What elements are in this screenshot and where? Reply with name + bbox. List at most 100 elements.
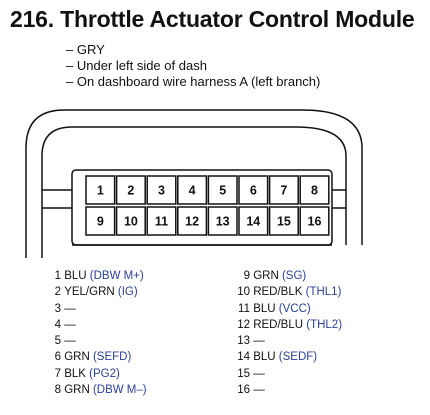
wire-color: BLU (250, 351, 276, 364)
pin-number: 16 (237, 384, 250, 397)
connector-notes: – GRY – Under left side of dash – On das… (66, 42, 320, 90)
wire-color: RED/BLK (250, 286, 303, 299)
pin-number: 8 (54, 384, 61, 397)
wire-color: BLU (61, 270, 87, 282)
signal-name: (DBW M+) (86, 270, 144, 282)
pinout-row: 8 GRN (DBW M–) (45, 382, 147, 398)
pin-cell-2 (115, 175, 146, 205)
pinout-list-left: 1 BLU (DBW M+)2 YEL/GRN (IG)3 —4 —5 —6 G… (45, 268, 147, 398)
wire-color: GRN (61, 351, 90, 364)
connector-latch-left (42, 189, 72, 209)
signal-name: (IG) (114, 286, 138, 299)
wire-color: YEL/GRN (61, 286, 115, 299)
wire-color: — (61, 318, 76, 331)
pinout-list-right: 9 GRN (SG)10 RED/BLK (THL1)11 BLU (VCC)1… (228, 268, 342, 398)
pin-cell-7 (268, 175, 299, 205)
pin-number-2: 2 (127, 184, 134, 198)
pin-number: 14 (237, 351, 250, 364)
note-harness: – On dashboard wire harness A (left bran… (66, 74, 321, 89)
pinout-row: 4 — (45, 317, 147, 333)
pin-number-7: 7 (280, 184, 287, 198)
wire-color: GRN (61, 384, 90, 397)
pin-number: 7 (54, 367, 61, 380)
pin-cell-3 (146, 175, 177, 205)
pin-cell-6 (238, 175, 269, 205)
pin-number: 15 (237, 367, 250, 380)
pin-number-10: 10 (124, 215, 138, 229)
signal-name: (SG) (278, 270, 307, 282)
wire-color: — (250, 384, 265, 397)
pin-number-8: 8 (311, 184, 318, 198)
pin-number: 5 (54, 335, 61, 348)
pinout-row: 16 — (228, 382, 342, 398)
pinout-row: 6 GRN (SEFD) (45, 349, 147, 365)
wire-color: — (61, 335, 76, 348)
pin-cell-12 (177, 206, 208, 236)
pin-number: 2 (54, 286, 61, 299)
pin-number-16: 16 (308, 215, 322, 229)
pinout-row: 7 BLK (PG2) (45, 366, 147, 382)
pin-cell-4 (177, 175, 208, 205)
pin-cell-8 (299, 175, 330, 205)
pin-number-1: 1 (97, 184, 104, 198)
pin-number-6: 6 (250, 184, 257, 198)
connector-hood-outer (25, 109, 363, 258)
pinout-row: 5 — (45, 333, 147, 349)
pin-number-14: 14 (246, 215, 260, 229)
pinout-row: 2 YEL/GRN (IG) (45, 284, 147, 300)
signal-name: (THL1) (302, 286, 342, 299)
wire-color: — (250, 335, 265, 348)
signal-name: (THL2) (303, 318, 343, 331)
pin-cell-5 (207, 175, 238, 205)
pin-number: 3 (54, 302, 61, 315)
pin-number: 13 (237, 335, 250, 348)
pin-cell-1 (85, 175, 116, 205)
pin-cell-13 (207, 206, 238, 236)
pin-number-5: 5 (219, 184, 226, 198)
wire-color: GRN (250, 270, 279, 282)
signal-name: (VCC) (275, 302, 311, 315)
pinout-row: 3 — (45, 301, 147, 317)
pin-cell-10 (115, 206, 146, 236)
connector-latch-right (332, 189, 346, 209)
pin-number: 1 (54, 270, 61, 282)
pin-number: 4 (54, 318, 61, 331)
pinout-row: 1 BLU (DBW M+) (45, 268, 147, 284)
pin-number: 9 (243, 270, 250, 282)
pinout-row: 11 BLU (VCC) (228, 301, 342, 317)
pin-number-15: 15 (277, 215, 291, 229)
pin-number: 10 (237, 286, 250, 299)
pin-number-12: 12 (185, 215, 199, 229)
pin-cell-14 (238, 206, 269, 236)
pinout-row: 13 — (228, 333, 342, 349)
pin-cell-11 (146, 206, 177, 236)
wire-color: — (61, 302, 76, 315)
pin-number: 6 (54, 351, 61, 364)
pin-cell-9 (85, 206, 116, 236)
pin-number: 12 (237, 318, 250, 331)
signal-name: (PG2) (85, 367, 120, 380)
wire-color: BLU (250, 302, 276, 315)
pin-cell-15 (268, 206, 299, 236)
wire-color: — (250, 367, 265, 380)
pinout-row: 10 RED/BLK (THL1) (228, 284, 342, 300)
wire-color: BLK (61, 367, 86, 380)
note-color: – GRY (66, 42, 105, 57)
signal-name: (DBW M–) (89, 384, 147, 397)
pin-cell-16 (299, 206, 330, 236)
page-title: 216. Throttle Actuator Control Module (10, 6, 415, 32)
pin-number-4: 4 (189, 184, 196, 198)
pin-number-3: 3 (158, 184, 165, 198)
pinout-row: 12 RED/BLU (THL2) (228, 317, 342, 333)
pinout-row: 14 BLU (SEDF) (228, 349, 342, 365)
pin-number-13: 13 (216, 215, 230, 229)
pin-number: 11 (238, 302, 250, 315)
pin-number-9: 9 (97, 215, 104, 229)
signal-name: (SEFD) (89, 351, 132, 364)
wire-color: RED/BLU (250, 318, 304, 331)
note-location: – Under left side of dash (66, 58, 207, 73)
pin-number-11: 11 (155, 215, 168, 229)
pinout-row: 15 — (228, 366, 342, 382)
signal-name: (SEDF) (275, 351, 318, 364)
